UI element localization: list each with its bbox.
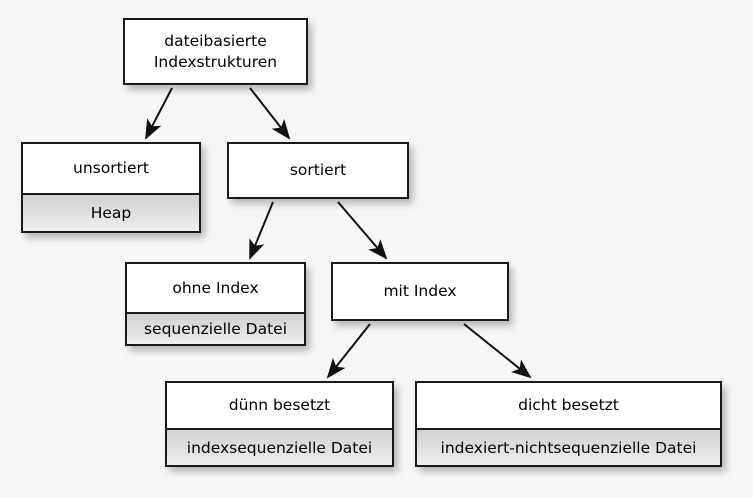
edge-root-to-unsortiert bbox=[145, 87, 173, 140]
node-dicht-besetzt-title: dicht besetzt bbox=[417, 383, 720, 428]
edge-sortiert-to-ohne-index bbox=[249, 201, 274, 260]
node-mit-index-title: mit Index bbox=[333, 264, 507, 319]
node-mit-index[interactable]: mit Index bbox=[331, 262, 509, 321]
edge-mit-index-to-duenn bbox=[326, 323, 371, 379]
node-ohne-index-subtitle: sequenzielle Datei bbox=[127, 312, 304, 344]
node-sortiert-title: sortiert bbox=[229, 144, 407, 197]
node-unsortiert-subtitle: Heap bbox=[23, 193, 199, 231]
node-duenn-besetzt-subtitle: indexsequenzielle Datei bbox=[167, 428, 392, 465]
edge-mit-index-to-dicht bbox=[463, 323, 532, 379]
node-root[interactable]: dateibasierte Indexstrukturen bbox=[123, 18, 308, 85]
node-ohne-index-title: ohne Index bbox=[127, 264, 304, 312]
node-duenn-besetzt-title: dünn besetzt bbox=[167, 383, 392, 428]
edge-root-to-sortiert bbox=[249, 87, 291, 140]
node-dicht-besetzt-subtitle: indexiert-nichtsequenzielle Datei bbox=[417, 428, 720, 465]
node-sortiert[interactable]: sortiert bbox=[227, 142, 409, 199]
node-root-title: dateibasierte Indexstrukturen bbox=[125, 20, 306, 83]
node-unsortiert-title: unsortiert bbox=[23, 144, 199, 193]
edge-sortiert-to-mit-index bbox=[337, 201, 388, 260]
